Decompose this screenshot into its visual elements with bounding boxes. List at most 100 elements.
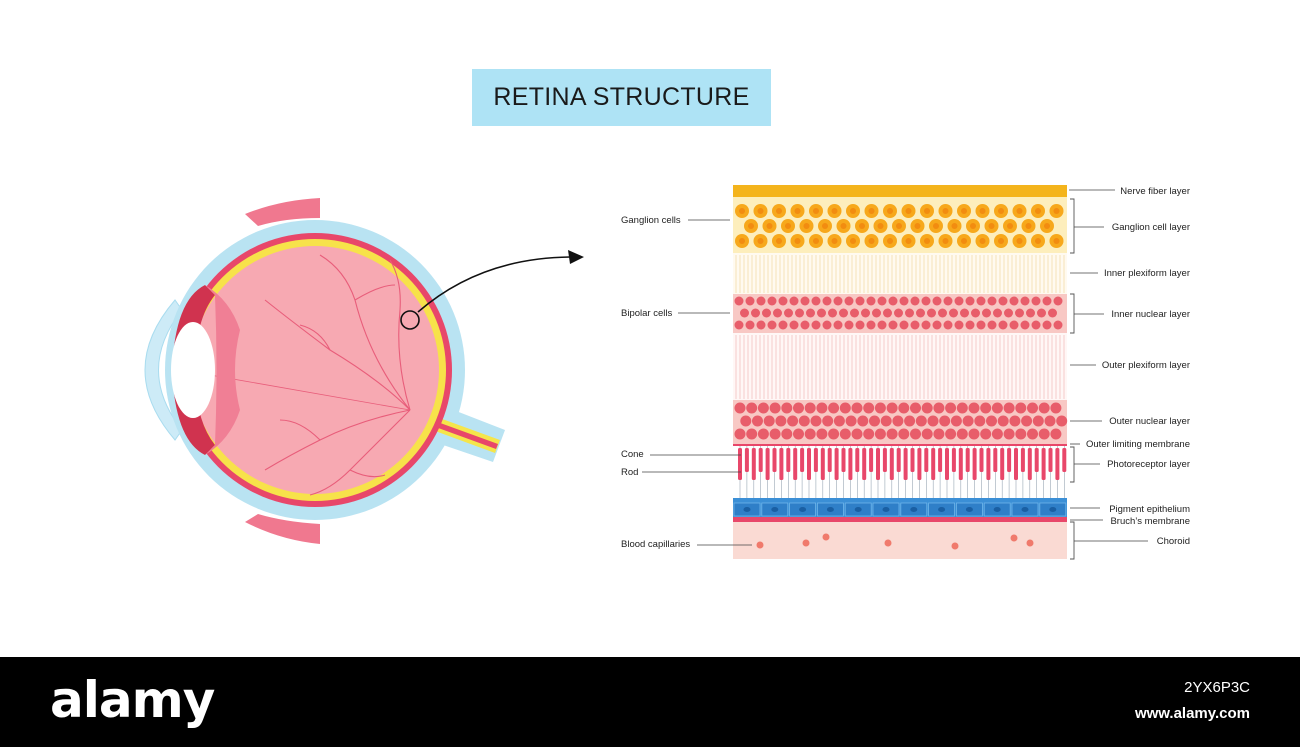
- bipolar-cell: [982, 308, 991, 318]
- bipolar-cell: [1037, 308, 1046, 318]
- cone-cell: [876, 448, 880, 480]
- photoreceptor-nucleus: [874, 428, 886, 440]
- ganglion-nucleus: [822, 223, 828, 229]
- ganglion-nucleus: [831, 238, 838, 244]
- photoreceptor-nucleus: [828, 428, 840, 440]
- bipolar-cell: [1020, 320, 1030, 330]
- label-pigment-epithelium: Pigment epithelium: [1109, 504, 1190, 515]
- rod-cell: [993, 448, 998, 472]
- photoreceptor-nucleus: [945, 428, 957, 440]
- cone-cell: [1000, 448, 1005, 480]
- bipolar-cell: [987, 320, 997, 330]
- photoreceptor-nucleus: [822, 415, 834, 427]
- label-outer-limiting-membrane: Outer limiting membrane: [1086, 439, 1190, 450]
- title-banner: RETINA STRUCTURE: [472, 69, 771, 126]
- bipolar-cell: [883, 308, 892, 318]
- upper-eye-muscle: [245, 198, 320, 226]
- photoreceptor-nucleus: [1003, 428, 1015, 440]
- label-ganglion-cell-layer: Ganglion cell layer: [1112, 222, 1190, 233]
- photoreceptor-nucleus: [880, 415, 892, 427]
- bipolar-cell: [949, 308, 958, 318]
- cone-cell: [931, 448, 936, 480]
- photoreceptor-nucleus: [933, 428, 945, 440]
- bipolar-cell: [916, 308, 925, 318]
- ganglion-nucleus: [914, 223, 921, 229]
- bipolar-cell: [938, 308, 947, 318]
- bipolar-cell: [905, 308, 914, 318]
- ganglion-nucleus: [1035, 238, 1041, 244]
- photoreceptor-nucleus: [828, 402, 840, 414]
- rod-cell: [813, 448, 818, 472]
- bipolar-cell: [745, 296, 755, 306]
- photoreceptor-nucleus: [1050, 428, 1062, 440]
- cone-cell: [972, 448, 977, 480]
- cone-cell: [1014, 448, 1018, 480]
- cone-cell: [958, 448, 963, 480]
- label-blood-capillaries: Blood capillaries: [621, 539, 690, 550]
- bipolar-cell: [850, 308, 859, 318]
- rod-cell: [855, 448, 860, 472]
- inner-nuclear-cell-group: [734, 296, 1063, 330]
- photoreceptor-nucleus: [997, 415, 1009, 427]
- retina-layers: [733, 185, 1068, 559]
- bipolar-cell: [965, 296, 975, 306]
- photoreceptor-nucleus: [863, 402, 875, 414]
- photoreceptor-nucleus: [845, 415, 857, 427]
- photoreceptor-nucleus: [851, 428, 863, 440]
- ganglion-nucleus: [1053, 238, 1060, 244]
- cone-cell: [903, 448, 908, 480]
- label-nerve-fiber-layer: Nerve fiber layer: [1120, 186, 1190, 197]
- photoreceptor-nucleus: [833, 415, 845, 427]
- bipolar-cell: [811, 296, 821, 306]
- bipolar-cell: [778, 320, 788, 330]
- pigment-cell-group: [733, 502, 1067, 517]
- label-outer-plexiform-layer: Outer plexiform layer: [1102, 360, 1190, 371]
- photoreceptor-nucleus: [986, 415, 997, 427]
- bipolar-cell: [751, 308, 760, 318]
- ganglion-nucleus: [887, 208, 893, 214]
- photoreceptor-nucleus: [1027, 428, 1038, 440]
- cone-cell: [751, 448, 756, 480]
- bipolar-cell: [965, 320, 975, 330]
- rod-cell: [910, 448, 915, 472]
- bipolar-cell: [1048, 308, 1057, 318]
- bipolar-cell: [1015, 308, 1024, 318]
- bipolar-cell: [800, 320, 810, 330]
- label-inner-plexiform-layer: Inner plexiform layer: [1104, 268, 1190, 279]
- photoreceptor-nucleus: [769, 428, 781, 440]
- bipolar-cell: [894, 308, 903, 318]
- rod-cell: [841, 448, 846, 472]
- bruchs-membrane: [733, 517, 1067, 522]
- ganglion-nucleus: [933, 223, 939, 229]
- bipolar-cell: [998, 320, 1008, 330]
- pigment-nucleus: [743, 507, 751, 512]
- photoreceptor-nucleus: [757, 428, 769, 440]
- ganglion-nucleus: [776, 208, 782, 214]
- ganglion-nucleus: [739, 208, 745, 214]
- photoreceptor-nucleus: [910, 428, 921, 440]
- lens: [171, 322, 215, 418]
- bipolar-cell: [888, 296, 898, 306]
- cone-cell: [820, 448, 825, 480]
- photoreceptor-nucleus: [939, 415, 951, 427]
- photoreceptor-nucleus: [1044, 415, 1056, 427]
- cone-cell: [738, 448, 742, 480]
- photoreceptor-nucleus: [1009, 415, 1021, 427]
- ganglion-nucleus: [794, 238, 801, 244]
- footer-url: www.alamy.com: [1134, 705, 1250, 722]
- photoreceptor-nucleus: [863, 428, 875, 440]
- ganglion-nucleus: [1016, 208, 1023, 214]
- bipolar-cell: [734, 320, 744, 330]
- photoreceptor-nucleus: [804, 428, 816, 440]
- photoreceptor-nucleus: [752, 415, 763, 427]
- pigment-nucleus: [854, 507, 862, 512]
- rod-cell: [786, 448, 791, 472]
- bipolar-cell: [1020, 296, 1030, 306]
- ganglion-nucleus: [942, 238, 949, 244]
- bipolar-cell: [1042, 320, 1052, 330]
- pigment-nucleus: [965, 507, 973, 512]
- bipolar-cell: [855, 296, 865, 306]
- photoreceptor-nucleus: [734, 428, 746, 440]
- bipolar-cell: [899, 320, 909, 330]
- ganglion-nucleus: [1053, 208, 1060, 214]
